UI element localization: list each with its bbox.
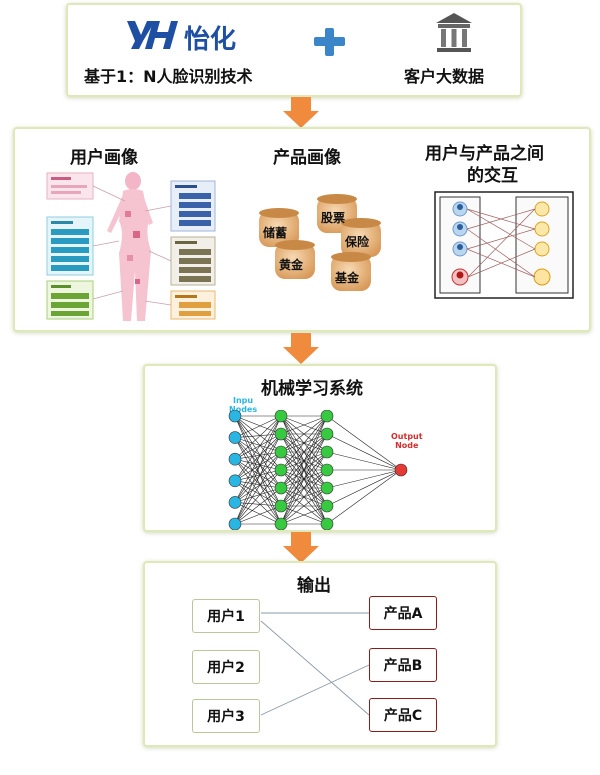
yh-logo-icon [127, 21, 178, 49]
product-portrait-figure [259, 194, 381, 291]
interaction-title-line2: 的交互 [467, 166, 518, 186]
output-node-1 [394, 463, 408, 477]
jar-fund [331, 252, 371, 291]
input-label-line2: Nodes [229, 405, 258, 414]
output-user-3: 用户3 [192, 699, 260, 733]
hidden-node-b-6 [320, 499, 334, 513]
user-portrait-title: 用户画像 [70, 148, 138, 168]
woman-silhouette-icon [107, 172, 153, 321]
product-portrait-title: 产品画像 [273, 148, 341, 168]
bank-building-icon [436, 13, 472, 52]
ml-title: 机械学习系统 [261, 379, 363, 399]
hidden-node-b-7 [320, 517, 334, 530]
jar-insurance [341, 218, 381, 257]
input-node-6 [228, 517, 242, 530]
output-user-2: 用户2 [192, 650, 260, 684]
output-product-b: 产品B [369, 648, 437, 682]
down-arrow-3 [283, 532, 319, 563]
jar-savings [259, 208, 299, 247]
jar-gold [275, 240, 315, 279]
network-edges [234, 415, 402, 525]
face-recognition-caption: 基于1：N人脸识别技术 [84, 67, 253, 86]
jar-label-gold: 黄金 [279, 258, 304, 272]
input-node-1 [228, 410, 242, 423]
output-product-c: 产品C [369, 698, 437, 732]
hidden-node-b-4 [320, 463, 334, 477]
output-links [260, 612, 370, 716]
hidden-node-b-3 [320, 445, 334, 459]
down-arrow-1 [283, 97, 319, 128]
jar-label-fund: 基金 [335, 271, 360, 285]
plus-icon [314, 28, 345, 56]
brand-name: 怡化 [184, 25, 237, 55]
jar-label-insurance: 保险 [345, 235, 370, 249]
down-arrow-2 [283, 333, 319, 364]
interaction-figure [434, 191, 574, 299]
hidden-node-b-2 [320, 427, 334, 441]
big-data-caption: 客户大数据 [404, 67, 485, 86]
output-user-1: 用户1 [192, 599, 260, 633]
output-title: 输出 [297, 576, 331, 596]
input-node-5 [228, 496, 242, 509]
product-item-icon [533, 201, 551, 286]
neural-network-diagram [228, 410, 408, 530]
output-panel: 输出 用户1 用户2 用户3 产品A 产品B 产品C [143, 561, 497, 747]
output-label-line1: Output [391, 432, 423, 441]
hidden-node-a-3 [274, 445, 288, 459]
input-nodes-label: Inpu Nodes [229, 396, 257, 414]
portrait-panel: 用户画像 产品画像 用户与产品之间 的交互 [13, 127, 591, 332]
jar-label-savings: 储蓄 [263, 226, 288, 240]
input-node-4 [228, 474, 242, 488]
input-node-3 [228, 452, 242, 466]
input-node-2 [228, 431, 242, 444]
hidden-node-a-6 [274, 499, 288, 513]
input-label-line1: Inpu [233, 396, 254, 405]
output-node-label: Output Node [391, 432, 423, 450]
user-portrait-figure [46, 172, 216, 321]
user-avatar-icon [451, 201, 469, 286]
top-panel: 怡化 基于1：N人脸识别技术 客户大数据 [66, 3, 522, 97]
hidden-node-b-1 [320, 410, 334, 423]
ml-panel: 机械学习系统 Inpu Nodes Output Node [143, 364, 497, 532]
hidden-node-a-7 [274, 517, 288, 530]
output-label-line2: Node [395, 441, 419, 450]
output-product-a: 产品A [369, 596, 437, 630]
hidden-node-a-4 [274, 463, 288, 477]
jar-label-stocks: 股票 [321, 211, 346, 225]
hidden-node-a-1 [274, 410, 288, 423]
hidden-node-b-5 [320, 481, 334, 495]
hidden-node-a-2 [274, 427, 288, 441]
hidden-node-a-5 [274, 481, 288, 495]
interaction-title-line1: 用户与产品之间 [425, 144, 544, 164]
